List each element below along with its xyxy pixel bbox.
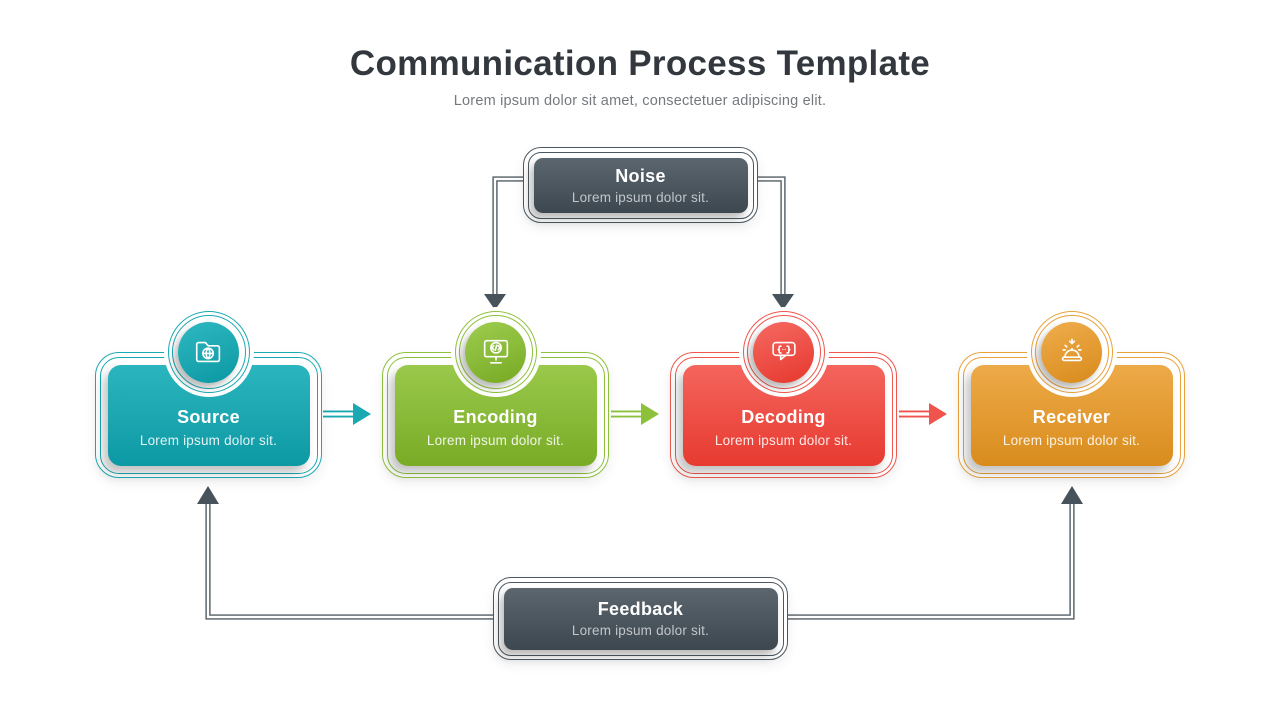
noise-box: Noise Lorem ipsum dolor sit. xyxy=(523,147,758,223)
noise-box-border: Noise Lorem ipsum dolor sit. xyxy=(523,147,758,223)
node-decoding: Decoding Lorem ipsum dolor sit. xyxy=(670,307,897,478)
connector-noise-to-encoding xyxy=(484,176,523,310)
noise-subtitle: Lorem ipsum dolor sit. xyxy=(571,189,710,205)
connector-feedback-to-receiver xyxy=(784,486,1083,620)
node-title: Encoding xyxy=(453,406,538,427)
arrowhead-right-icon xyxy=(641,403,659,425)
node-encoding: Encoding Lorem ipsum dolor sit. xyxy=(382,307,609,478)
folder-globe-icon xyxy=(195,341,220,363)
arrowhead-up-icon xyxy=(197,486,219,504)
feedback-box-border: Feedback Lorem ipsum dolor sit. xyxy=(493,577,788,660)
node-badge xyxy=(1026,307,1117,397)
node-title: Receiver xyxy=(1032,406,1111,427)
connector-feedback-to-source xyxy=(197,486,497,620)
noise-title: Noise xyxy=(615,165,666,186)
monitor-code-icon xyxy=(483,339,508,364)
arrowhead-right-icon xyxy=(353,403,371,425)
node-badge xyxy=(450,307,541,397)
node-title: Source xyxy=(177,406,240,427)
node-title: Decoding xyxy=(741,406,826,427)
node-badge xyxy=(738,307,829,397)
connector-noise-to-decoding xyxy=(758,176,794,310)
arrowhead-down-icon xyxy=(772,294,794,310)
arrowhead-right-icon xyxy=(929,403,947,425)
arrowhead-up-icon xyxy=(1061,486,1083,504)
arrowhead-down-icon xyxy=(484,294,506,310)
node-badge xyxy=(163,307,254,397)
node-subtitle: Lorem ipsum dolor sit. xyxy=(714,432,853,448)
node-subtitle: Lorem ipsum dolor sit. xyxy=(1002,432,1141,448)
node-subtitle: Lorem ipsum dolor sit. xyxy=(426,432,565,448)
node-source: Source Lorem ipsum dolor sit. xyxy=(95,307,322,478)
feedback-subtitle: Lorem ipsum dolor sit. xyxy=(571,623,710,638)
node-subtitle: Lorem ipsum dolor sit. xyxy=(139,432,278,448)
feedback-box: Feedback Lorem ipsum dolor sit. xyxy=(493,577,788,660)
page-title: Communication Process Template xyxy=(349,44,931,83)
flow-arrow-source-to-encoding xyxy=(323,403,371,425)
node-receiver: Receiver Lorem ipsum dolor sit. xyxy=(958,307,1185,478)
page-subtitle: Lorem ipsum dolor sit amet, consectetuer… xyxy=(453,93,827,109)
feedback-title: Feedback xyxy=(597,599,684,619)
flow-arrow-encoding-to-decoding xyxy=(611,403,659,425)
chat-code-icon xyxy=(771,341,796,361)
flow-arrow-decoding-to-receiver xyxy=(899,403,947,425)
service-bell-icon xyxy=(1061,338,1082,362)
header: Communication Process Template Lorem ips… xyxy=(0,44,1280,109)
